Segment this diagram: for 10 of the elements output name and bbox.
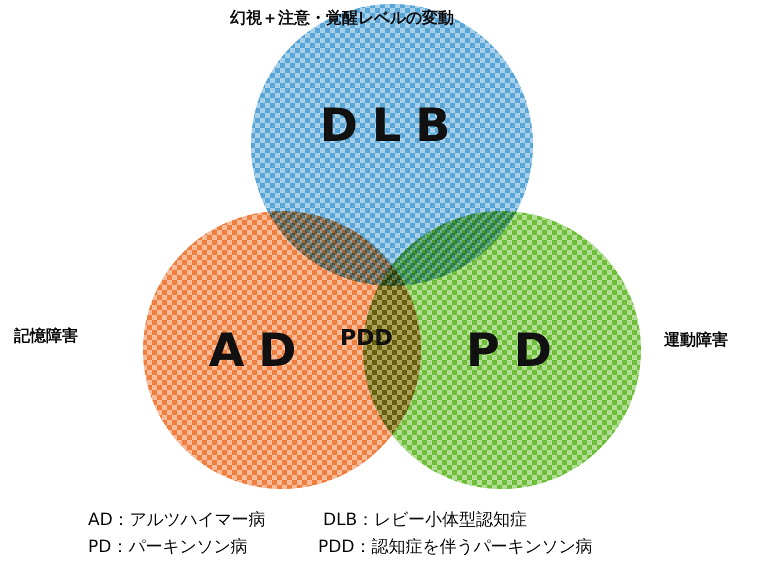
feature-label: 記憶障害 [14,326,78,347]
abbreviation-note: PD：パーキンソン病 [88,536,248,558]
set-label: DLB [320,98,464,152]
feature-label: 幻視＋注意・覚醒レベルの変動 [230,8,454,29]
set-label: PD [466,323,566,377]
abbreviation-note: DLB：レビー小体型認知症 [323,509,528,531]
set-label: AD [208,323,310,377]
feature-label: 運動障害 [664,330,728,351]
abbreviation-note: PDD：認知症を伴うパーキンソン病 [318,536,592,558]
abbreviation-note: AD：アルツハイマー病 [88,509,266,531]
